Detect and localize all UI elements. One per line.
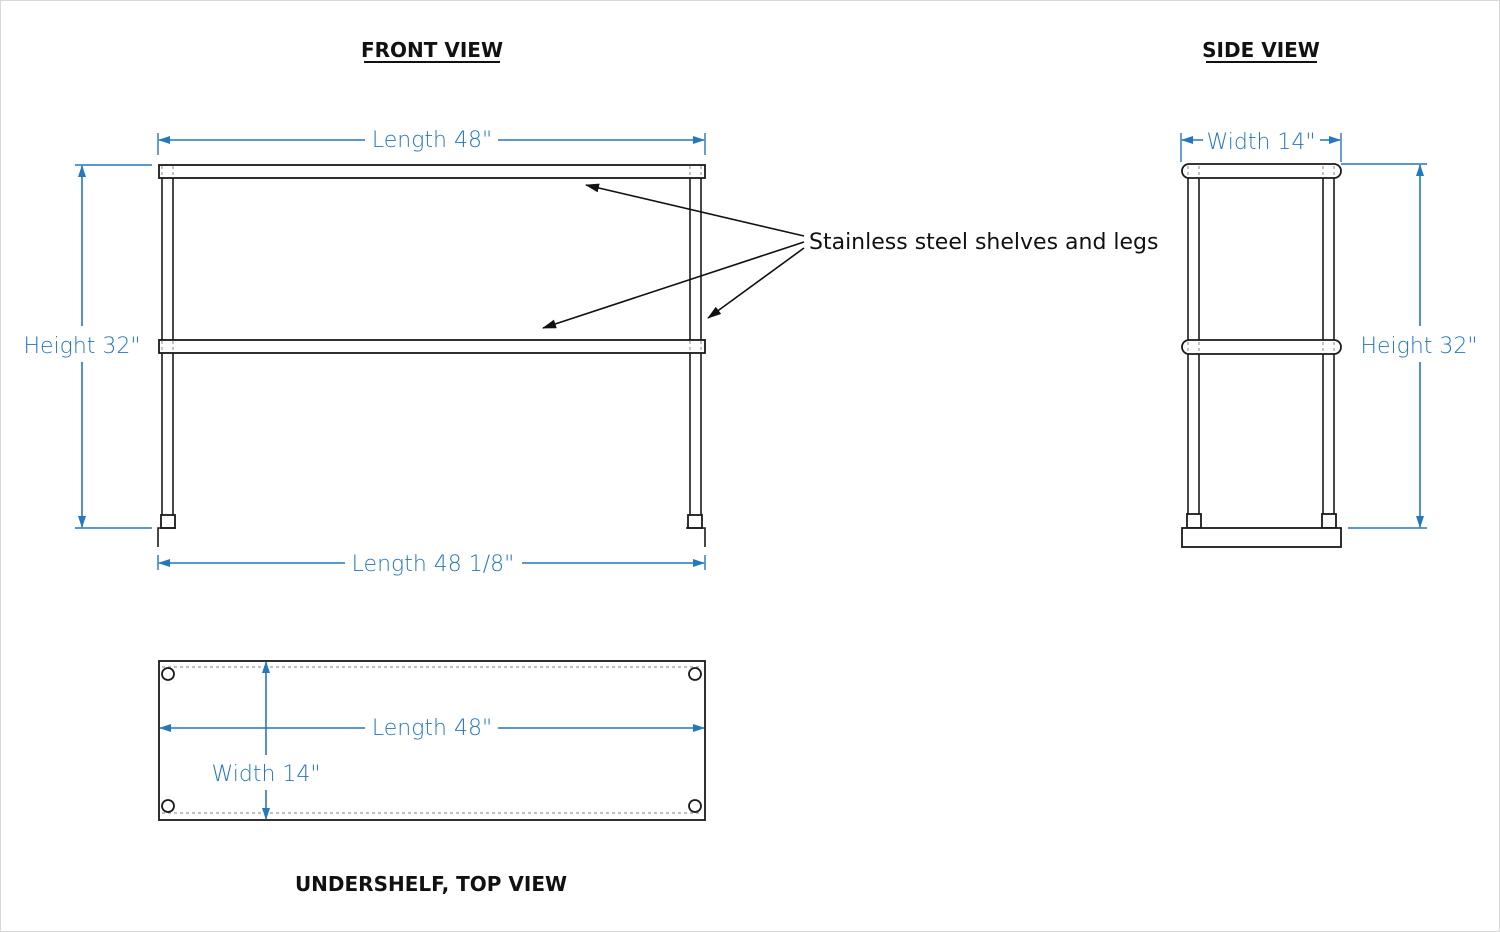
front-length-top-label: Length 48" (372, 128, 492, 153)
material-callout: Stainless steel shelves and legs (542, 183, 1158, 329)
front-top-shelf (158, 164, 706, 179)
top-length-dimension: Length 48" (159, 716, 705, 741)
side-width-dimension: Width 14" (1180, 130, 1342, 162)
front-left-leg (157, 178, 176, 547)
side-view-title-text: SIDE VIEW (1202, 38, 1320, 62)
front-view: Length 48" Length 48 1/8" Height 32" (23, 128, 706, 577)
side-height-dimension: Height 32" (1341, 163, 1478, 529)
side-view: Width 14" Height 32" (1180, 130, 1478, 548)
side-front-leg (1186, 178, 1202, 529)
front-length-bottom-label: Length 48 1/8" (352, 552, 515, 577)
side-top-shelf (1181, 163, 1342, 179)
top-view-title: UNDERSHELF, TOP VIEW (295, 872, 567, 896)
side-height-label: Height 32" (1360, 334, 1477, 359)
front-length-top-dimension: Length 48" (157, 128, 706, 155)
leader-leg (707, 247, 805, 319)
front-right-leg (686, 178, 706, 547)
side-under-shelf (1181, 339, 1342, 355)
leg-hole (161, 667, 175, 681)
front-height-dimension: Height 32" (23, 164, 152, 529)
side-width-label: Width 14" (1206, 130, 1315, 155)
front-height-label: Height 32" (23, 334, 140, 359)
top-width-dimension: Width 14" (211, 661, 321, 820)
leg-hole (161, 799, 175, 813)
side-base (1181, 527, 1342, 548)
front-view-title: FRONT VIEW (361, 38, 503, 63)
front-under-shelf (158, 339, 706, 354)
top-width-label: Width 14" (211, 762, 320, 787)
leg-hole (688, 667, 702, 681)
top-view: Length 48" Width 14" (158, 660, 706, 821)
front-length-bottom-dimension: Length 48 1/8" (157, 552, 706, 577)
front-view-title-text: FRONT VIEW (361, 38, 503, 62)
top-length-label: Length 48" (372, 716, 492, 741)
undershelf-outline (158, 660, 706, 821)
leader-top-shelf (585, 183, 805, 237)
side-view-title: SIDE VIEW (1202, 38, 1320, 63)
leg-hole (688, 799, 702, 813)
callout-label: Stainless steel shelves and legs (809, 230, 1158, 255)
leader-under-shelf (542, 241, 805, 329)
